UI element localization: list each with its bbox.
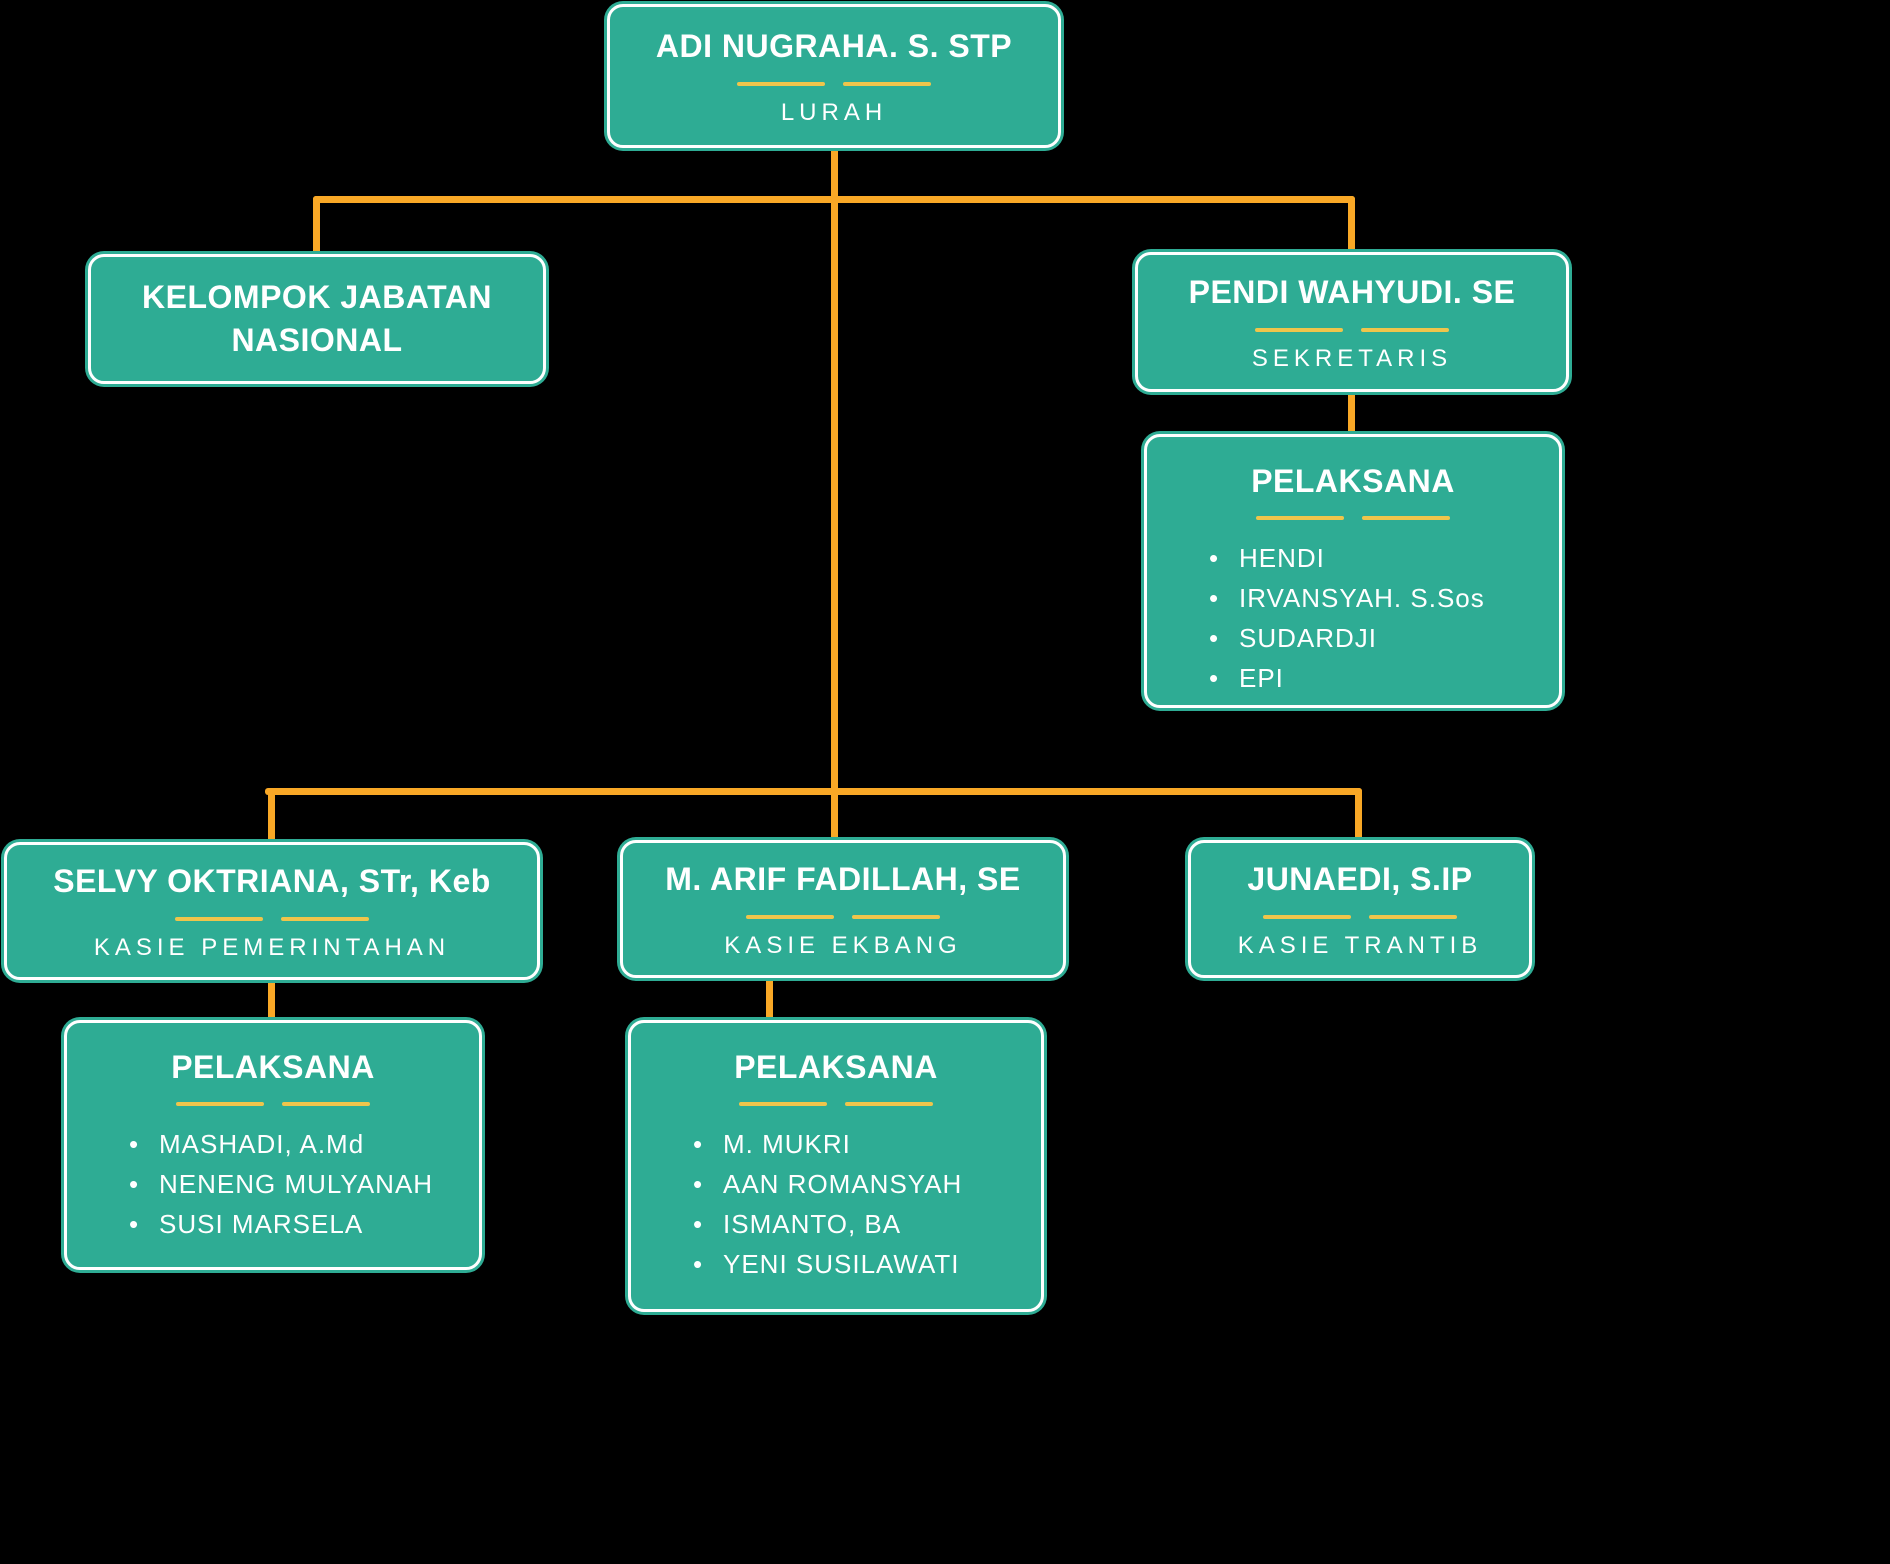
role-title: KASIE EKBANG xyxy=(724,931,962,959)
person-name: ADI NUGRAHA. S. STP xyxy=(655,28,1013,65)
divider xyxy=(176,1102,370,1106)
member-item: AAN ROMANSYAH xyxy=(689,1164,1025,1204)
person-name: SELVY OKTRIANA, STr, Keb xyxy=(53,863,491,900)
member-item: YENI SUSILAWATI xyxy=(689,1244,1025,1284)
divider xyxy=(1263,914,1457,919)
divider xyxy=(1256,516,1450,520)
org-node-pelaksana-pemerintahan: PELAKSANA MASHADI, A.MdNENENG MULYANAHSU… xyxy=(64,1020,482,1270)
pelaksana-title: PELAKSANA xyxy=(1251,463,1455,499)
role-title: LURAH xyxy=(780,98,888,126)
person-name: PENDI WAHYUDI. SE xyxy=(1188,274,1516,311)
connector-to-sekretaris xyxy=(1348,196,1355,258)
member-item: IRVANSYAH. S.Sos xyxy=(1205,578,1543,618)
divider xyxy=(1255,327,1449,332)
connector-sekretaris-pelaksana xyxy=(1348,388,1355,440)
member-item: HENDI xyxy=(1205,538,1543,578)
person-name: JUNAEDI, S.IP xyxy=(1247,861,1473,898)
member-list: M. MUKRIAAN ROMANSYAHISMANTO, BAYENI SUS… xyxy=(631,1124,1041,1284)
org-node-kasie-trantib: JUNAEDI, S.IP KASIE TRANTIB xyxy=(1188,840,1532,978)
org-node-lurah: ADI NUGRAHA. S. STP LURAH xyxy=(607,4,1061,148)
divider xyxy=(737,81,931,86)
member-item: M. MUKRI xyxy=(689,1124,1025,1164)
person-name: M. ARIF FADILLAH, SE xyxy=(665,861,1021,898)
org-node-kelompok-jabatan: KELOMPOK JABATAN NASIONAL xyxy=(88,254,546,384)
member-item: MASHADI, A.Md xyxy=(125,1124,463,1164)
member-list: HENDIIRVANSYAH. S.SosSUDARDJIEPI xyxy=(1147,538,1559,698)
group-name: KELOMPOK JABATAN NASIONAL xyxy=(142,278,492,358)
role-title: KASIE TRANTIB xyxy=(1237,931,1483,959)
member-item: ISMANTO, BA xyxy=(689,1204,1025,1244)
connector-row2-horizontal xyxy=(265,788,1362,795)
member-item: SUDARDJI xyxy=(1205,618,1543,658)
connector-pemerintahan-pelaksana xyxy=(268,974,275,1026)
role-title: KASIE PEMERINTAHAN xyxy=(93,933,451,961)
connector-row1-horizontal xyxy=(313,196,1355,203)
org-node-pelaksana-sekretariat: PELAKSANA HENDIIRVANSYAH. S.SosSUDARDJIE… xyxy=(1144,434,1562,708)
role-title: SEKRETARIS xyxy=(1251,344,1453,372)
org-node-kasie-pemerintahan: SELVY OKTRIANA, STr, Keb KASIE PEMERINTA… xyxy=(4,842,540,980)
connector-to-kasie-pemerintahan xyxy=(268,788,275,848)
member-item: EPI xyxy=(1205,658,1543,698)
pelaksana-title: PELAKSANA xyxy=(734,1049,938,1085)
member-list: MASHADI, A.MdNENENG MULYANAHSUSI MARSELA xyxy=(67,1124,479,1244)
org-node-sekretaris: PENDI WAHYUDI. SE SEKRETARIS xyxy=(1135,252,1569,392)
member-item: SUSI MARSELA xyxy=(125,1204,463,1244)
divider xyxy=(739,1102,933,1106)
connector-ekbang-pelaksana xyxy=(766,974,773,1026)
org-node-kasie-ekbang: M. ARIF FADILLAH, SE KASIE EKBANG xyxy=(620,840,1066,978)
connector-to-kasie-trantib xyxy=(1355,788,1362,848)
divider xyxy=(175,916,369,921)
connector-to-kelompok xyxy=(313,196,320,260)
org-node-pelaksana-ekbang: PELAKSANA M. MUKRIAAN ROMANSYAHISMANTO, … xyxy=(628,1020,1044,1312)
connector-lurah-center xyxy=(831,145,838,845)
member-item: NENENG MULYANAH xyxy=(125,1164,463,1204)
divider xyxy=(746,914,940,919)
pelaksana-title: PELAKSANA xyxy=(171,1049,375,1085)
